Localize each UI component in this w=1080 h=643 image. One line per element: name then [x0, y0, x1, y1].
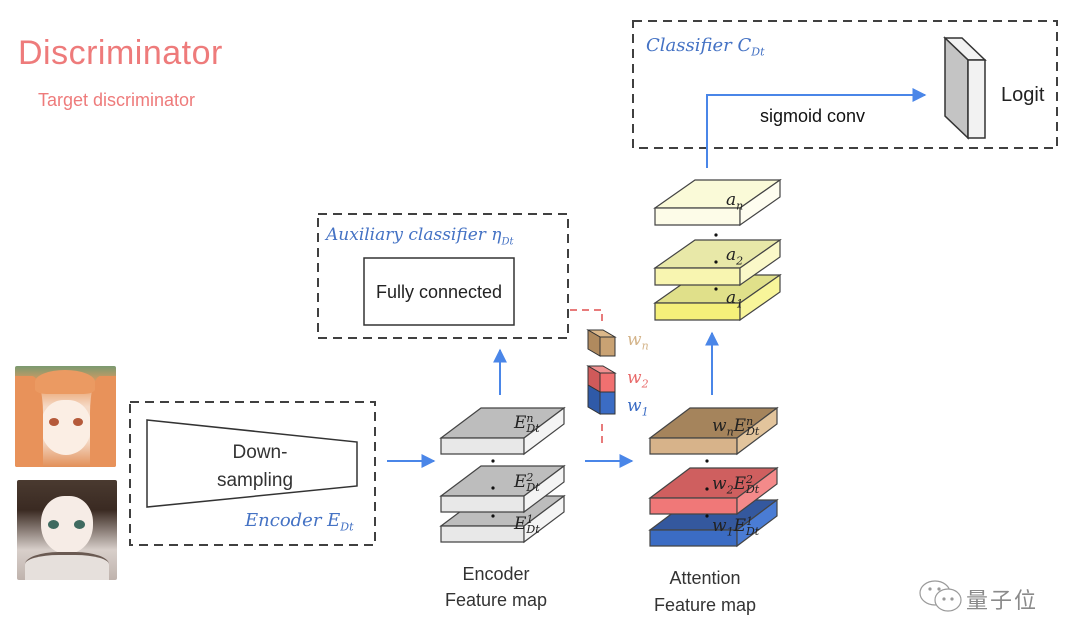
score-slab-n [653, 178, 782, 227]
ellipsis-dot [714, 287, 718, 291]
weights-connector-dashed [570, 309, 603, 322]
weight-cube-2 [586, 365, 617, 393]
ellipsis-dot [705, 514, 709, 518]
logit-slab [943, 36, 987, 140]
score-label-2: a2 [726, 245, 744, 268]
input-image-orange-hair [15, 366, 116, 467]
weight-label-n: wn [627, 330, 649, 353]
attention-feature-slab-2 [648, 466, 779, 516]
attention-feature-caption-line1: Attention [669, 568, 741, 588]
encoder-feature-slab-2 [439, 464, 566, 514]
classifier-box [632, 20, 1058, 149]
ellipsis-dot [705, 459, 709, 463]
page-subtitle: Target discriminator [38, 90, 196, 110]
fully-connected-label: Fully connected [375, 282, 503, 302]
score-label-n: an [726, 190, 744, 213]
downsampling-trapezoid [146, 419, 358, 508]
encoder-box [129, 401, 376, 546]
encoder-feature-caption-line2: Feature map [444, 590, 548, 610]
weight-label-1: w1 [627, 396, 649, 419]
watermark-text: 量子位 [966, 589, 1039, 614]
fully-connected-box [363, 257, 515, 326]
ellipsis-dot [714, 260, 718, 264]
encoder-label: Encoder EDt [245, 510, 354, 534]
ellipsis-dot [491, 514, 495, 518]
auxiliary-classifier-label: Auxiliary classifier ηDt [326, 225, 514, 248]
sigmoid-conv-label: sigmoid conv [760, 106, 866, 126]
attention-feature-caption-line2: Feature map [653, 595, 757, 615]
logit-label: Logit [1001, 84, 1045, 106]
score-label-1: a1 [726, 288, 744, 311]
auxiliary-classifier-box [317, 213, 569, 339]
ellipsis-dot [491, 486, 495, 490]
sigmoid-conv-arrow [706, 88, 927, 168]
weight-cube-n [586, 329, 617, 357]
score-slab-2 [653, 238, 782, 287]
weight-cube-1 [587, 384, 616, 415]
encoder-feature-slab-n [439, 406, 566, 456]
downsampling-label-line2: sampling [216, 470, 294, 491]
ellipsis-dot [491, 459, 495, 463]
page-title: Discriminator [18, 34, 223, 72]
weight-label-2: w2 [627, 368, 649, 391]
input-image-dark-hair [17, 480, 117, 580]
encoder-feature-caption-line1: Encoder [462, 564, 530, 584]
downsampling-label-line1: Down- [232, 442, 288, 463]
wechat-icon [919, 580, 962, 612]
attention-feature-slab-n [648, 406, 779, 456]
classifier-label: Classifier CDt [646, 35, 765, 59]
ellipsis-dot [714, 233, 718, 237]
ellipsis-dot [705, 487, 709, 491]
